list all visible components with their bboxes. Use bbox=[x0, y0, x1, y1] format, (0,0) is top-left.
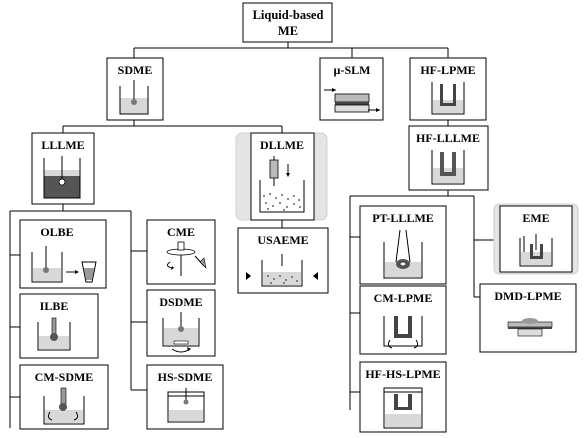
label-sdme: SDME bbox=[118, 63, 153, 77]
label-ilbe: ILBE bbox=[40, 299, 69, 313]
sdme-illustration bbox=[119, 80, 149, 115]
node-cme: CME bbox=[146, 219, 216, 285]
node-olbe: OLBE bbox=[19, 219, 107, 289]
ilbe-illustration bbox=[37, 317, 71, 351]
dllme-illustration bbox=[259, 156, 305, 213]
cme-illustration bbox=[166, 241, 207, 276]
node-cm-lpme: CM-LPME bbox=[359, 285, 447, 355]
connector-lines bbox=[9, 42, 494, 428]
usaeme-illustration bbox=[246, 254, 318, 287]
node-hs-sdme: HS-SDME bbox=[146, 364, 224, 430]
label-mu-slm: µ-SLM bbox=[334, 63, 371, 77]
eme-illustration bbox=[519, 234, 553, 267]
root-label-line1: Liquid-based bbox=[253, 8, 324, 22]
node-hf-hs-lpme: HF-HS-LPME bbox=[359, 361, 447, 433]
hf-lllme-illustration bbox=[431, 150, 465, 185]
node-sdme: SDME bbox=[106, 57, 164, 121]
node-ilbe: ILBE bbox=[19, 293, 99, 359]
label-cm-lpme: CM-LPME bbox=[374, 291, 433, 305]
hs-sdme-illustration bbox=[167, 388, 205, 423]
dmd-lpme-illustration bbox=[507, 318, 553, 337]
olbe-illustration bbox=[31, 246, 97, 283]
node-cm-sdme: CM-SDME bbox=[19, 364, 109, 430]
label-hs-sdme: HS-SDME bbox=[158, 370, 213, 384]
node-dmd-lpme: DMD-LPME bbox=[479, 283, 577, 353]
label-dmd-lpme: DMD-LPME bbox=[494, 289, 561, 303]
lllme-illustration bbox=[43, 156, 81, 199]
label-eme: EME bbox=[522, 211, 549, 225]
label-lllme: LLLME bbox=[41, 138, 84, 152]
label-cme: CME bbox=[167, 225, 195, 239]
node-mu-slm: µ-SLM bbox=[319, 57, 384, 121]
label-usaeme: USAEME bbox=[257, 233, 308, 247]
node-dsdme: DSDME bbox=[146, 289, 216, 357]
node-lllme: LLLME bbox=[31, 132, 95, 205]
node-dllme: DLLME bbox=[235, 132, 328, 221]
node-pt-lllme: PT-LLLME bbox=[359, 205, 447, 285]
pt-lllme-illustration bbox=[383, 229, 423, 279]
cm-lpme-illustration bbox=[383, 316, 423, 349]
dsdme-illustration bbox=[162, 312, 200, 353]
node-usaeme: USAEME bbox=[237, 227, 329, 294]
label-pt-lllme: PT-LLLME bbox=[372, 211, 434, 225]
cm-sdme-illustration bbox=[43, 387, 85, 425]
label-hf-hs-lpme: HF-HS-LPME bbox=[365, 367, 440, 381]
label-cm-sdme: CM-SDME bbox=[35, 370, 94, 384]
node-eme: EME bbox=[493, 203, 579, 275]
hf-lpme-illustration bbox=[431, 82, 465, 115]
label-dsdme: DSDME bbox=[159, 295, 202, 309]
mu-slm-illustration bbox=[324, 88, 380, 113]
hf-hs-lpme-illustration bbox=[383, 387, 423, 429]
label-hf-lllme: HF-LLLME bbox=[416, 131, 480, 145]
root-label-line2: ME bbox=[278, 24, 298, 38]
node-root: Liquid-based ME bbox=[242, 2, 333, 43]
label-dllme: DLLME bbox=[260, 138, 304, 152]
node-hf-lllme: HF-LLLME bbox=[408, 125, 489, 191]
node-hf-lpme: HF-LPME bbox=[409, 57, 487, 121]
label-olbe: OLBE bbox=[40, 225, 73, 239]
label-hf-lpme: HF-LPME bbox=[420, 63, 475, 77]
